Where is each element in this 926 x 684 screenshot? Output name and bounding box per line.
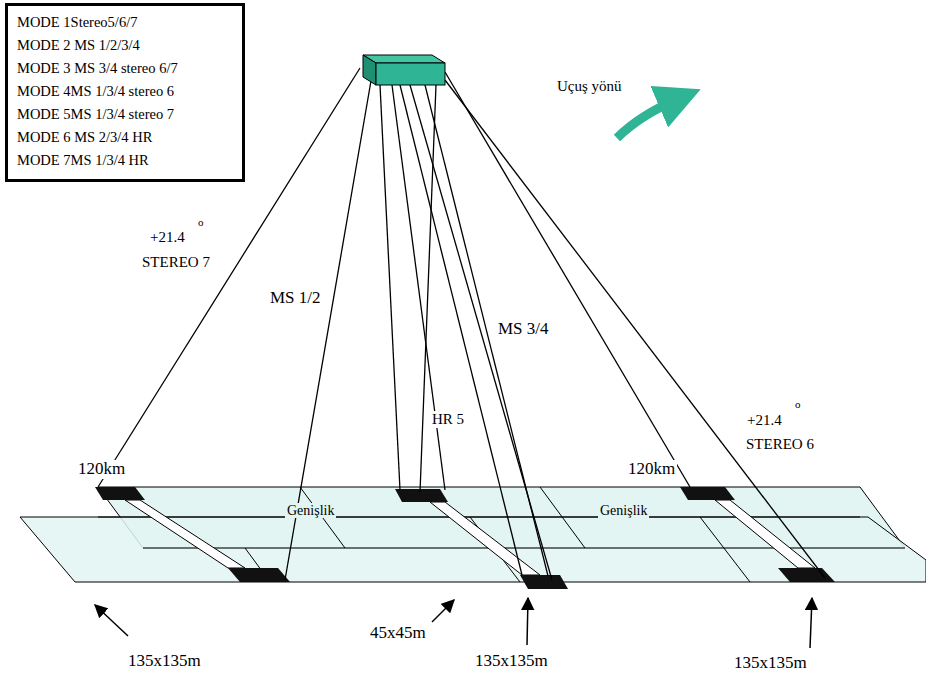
mode-line: MODE 5MS 1/3/4 stereo 7 xyxy=(17,103,233,126)
mode-line: MODE 3 MS 3/4 stereo 6/7 xyxy=(17,57,233,80)
diagram-label: 135x135m xyxy=(126,652,203,671)
mode-legend-box: MODE 1Stereo5/6/7MODE 2 MS 1/2/3/4MODE 3… xyxy=(5,3,245,182)
diagram-label: o xyxy=(793,398,803,410)
diagram-label: MS 1/2 xyxy=(268,289,323,308)
flight-arrow xyxy=(617,98,680,138)
mode-line: MODE 1Stereo5/6/7 xyxy=(17,11,233,34)
mode-line: MODE 7MS 1/3/4 HR xyxy=(17,149,233,172)
diagram-label: o xyxy=(196,216,206,228)
diagram-label: STEREO 6 xyxy=(744,436,816,453)
diagram-label: Uçuş yönü xyxy=(555,78,624,95)
diagram-label: +21.4 xyxy=(745,412,784,429)
leader-arrow xyxy=(95,598,812,648)
diagram-label: STEREO 7 xyxy=(140,254,212,271)
mode-line: MODE 4MS 1/3/4 stereo 6 xyxy=(17,80,233,103)
satellite-body xyxy=(363,55,445,85)
diagram-label: 135x135m xyxy=(473,652,550,671)
diagram-label: Genişlik xyxy=(285,503,336,518)
mode-line: MODE 2 MS 1/2/3/4 xyxy=(17,34,233,57)
ground-swath xyxy=(20,487,926,582)
diagram-label: HR 5 xyxy=(430,411,466,428)
diagram-label: Genişlik xyxy=(598,503,649,518)
diagram-label: 120km xyxy=(76,460,127,479)
diagram-label: 120km xyxy=(626,460,677,479)
mode-line: MODE 6 MS 2/3/4 HR xyxy=(17,126,233,149)
footprint xyxy=(95,487,835,589)
diagram-label: 135x135m xyxy=(732,654,809,673)
diagram-label: MS 3/4 xyxy=(496,320,551,339)
scan-strip xyxy=(125,500,815,575)
diagram-label: +21.4 xyxy=(148,229,187,246)
diagram-label: 45x45m xyxy=(368,624,428,643)
